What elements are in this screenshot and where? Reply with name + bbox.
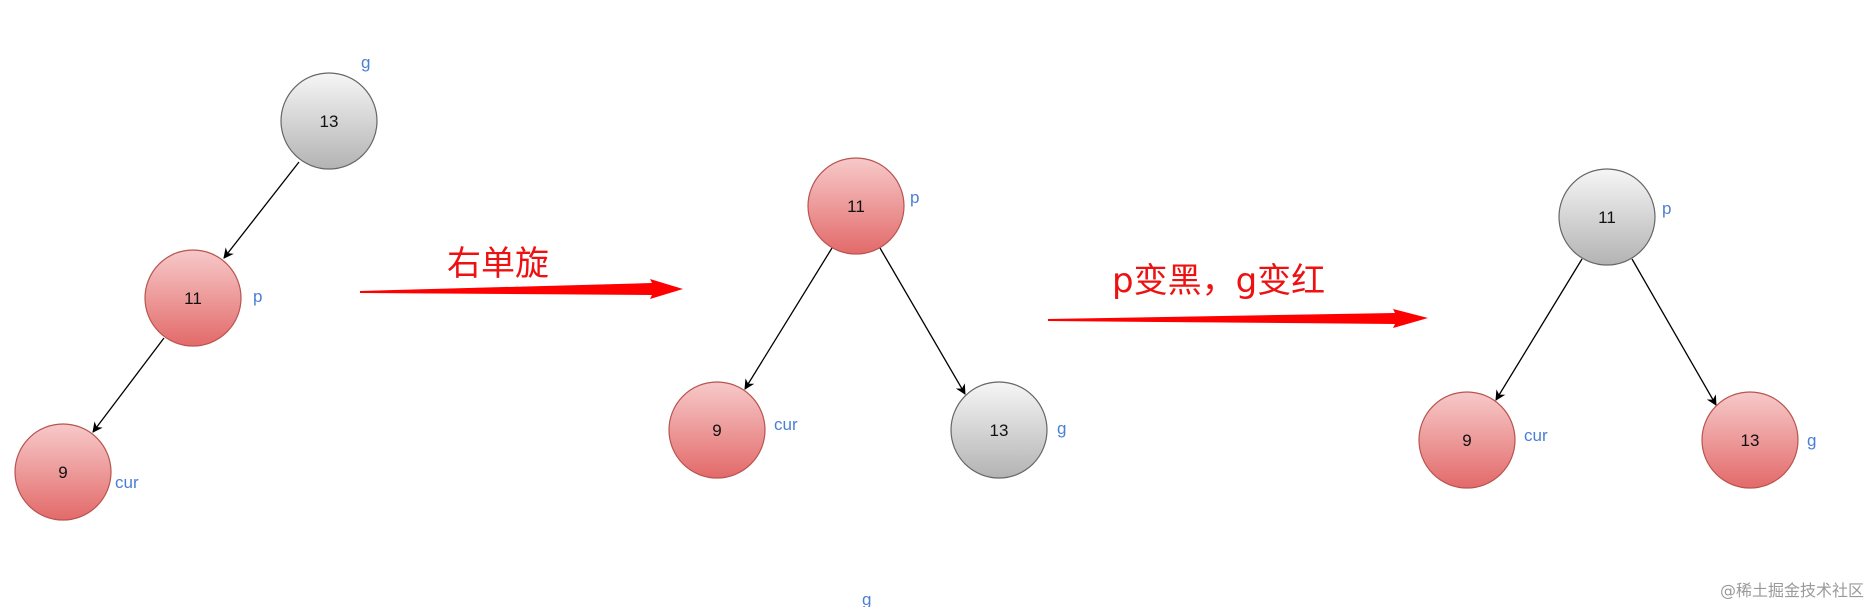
- diagram-3: 11 p 9 cur 13 g: [1418, 168, 1816, 489]
- node-tag-g: g: [361, 53, 370, 72]
- step-arrow-shape: [360, 279, 683, 299]
- edge-p-to-cur: [1495, 258, 1583, 401]
- node-circle: [144, 249, 242, 347]
- tree-node-11: 11: [1558, 168, 1656, 266]
- tree-node-9: 9: [1418, 391, 1516, 489]
- node-circle: [1418, 391, 1516, 489]
- node-value: 11: [184, 289, 202, 308]
- node-tag-g: g: [1057, 419, 1066, 438]
- edge-g-to-p: [223, 161, 300, 259]
- node-value: 13: [320, 112, 339, 131]
- node-tag-g: g: [1807, 431, 1816, 450]
- diagram-2: 11 p 9 cur 13 g: [668, 157, 1066, 479]
- edge-p-to-g: [1631, 258, 1717, 406]
- step-2-arrow: p变黑，g变红: [1048, 261, 1428, 328]
- edge-p-to-g: [879, 247, 966, 395]
- tree-node-11: 11: [807, 157, 905, 255]
- step-2-label: p变黑，g变红: [1112, 261, 1325, 301]
- node-value: 9: [1462, 431, 1471, 450]
- node-value: 13: [1741, 431, 1760, 450]
- node-circle: [1701, 391, 1799, 489]
- tree-node-9: 9: [14, 423, 112, 521]
- tree-node-11: 11: [144, 249, 242, 347]
- tree-node-13: 13: [280, 72, 378, 170]
- node-value: 11: [847, 197, 865, 216]
- node-value: 11: [1598, 208, 1616, 227]
- step-arrow-shape: [1048, 309, 1428, 328]
- diagram-1: 13 g 11 p 9 cur: [14, 53, 378, 521]
- node-tag-cur: cur: [115, 473, 139, 492]
- stray-label-g: g: [862, 590, 871, 607]
- node-value: 9: [712, 421, 721, 440]
- node-value: 9: [58, 463, 67, 482]
- node-circle: [807, 157, 905, 255]
- node-tag-p: p: [253, 287, 262, 306]
- edge-p-to-cur: [92, 337, 165, 433]
- tree-node-13: 13: [950, 381, 1048, 479]
- node-value: 13: [990, 421, 1009, 440]
- node-circle: [950, 381, 1048, 479]
- node-circle: [280, 72, 378, 170]
- node-tag-cur: cur: [774, 415, 798, 434]
- node-circle: [1558, 168, 1656, 266]
- node-circle: [668, 381, 766, 479]
- node-tag-p: p: [910, 188, 919, 207]
- edge-p-to-cur: [744, 247, 833, 390]
- tree-node-9: 9: [668, 381, 766, 479]
- node-tag-cur: cur: [1524, 426, 1548, 445]
- step-1-label: 右单旋: [447, 244, 549, 284]
- watermark: @稀土掘金技术社区: [1720, 581, 1864, 600]
- tree-node-13: 13: [1701, 391, 1799, 489]
- node-circle: [14, 423, 112, 521]
- node-tag-p: p: [1662, 199, 1671, 218]
- step-1-arrow: 右单旋: [360, 244, 683, 299]
